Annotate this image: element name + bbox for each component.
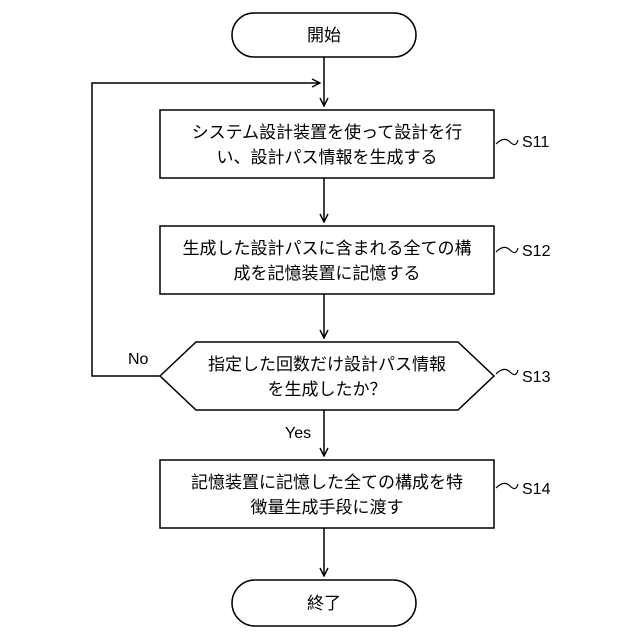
end-terminator: 終了 <box>232 580 416 626</box>
s14-line1: 記憶装置に記憶した全ての構成を特 <box>191 473 463 493</box>
step-label-s14: S14 <box>522 481 551 498</box>
process-box-s12: 生成した設計パスに含まれる全ての構 成を記憶装置に記憶する <box>160 226 494 294</box>
yes-label: Yes <box>285 425 311 442</box>
process-box-s14: 記憶装置に記憶した全ての構成を特 徴量生成手段に渡す <box>160 460 494 528</box>
s14-line2: 徴量生成手段に渡す <box>251 498 404 518</box>
no-label: No <box>128 351 149 368</box>
step-label-s11: S11 <box>522 134 549 151</box>
s13-line1: 指定した回数だけ設計パス情報 <box>208 355 446 375</box>
s11-line1: システム設計装置を使って設計を行 <box>192 122 463 143</box>
s11-line2: い、設計パス情報を生成する <box>217 148 438 168</box>
s12-leader-line <box>496 247 518 252</box>
decision-box-s13: 指定した回数だけ設計パス情報 を生成したか？ <box>160 342 494 410</box>
s13-line2: を生成したか？ <box>268 380 387 400</box>
s14-leader-line <box>496 483 518 488</box>
start-label: 開始 <box>307 26 341 46</box>
end-label: 終了 <box>307 594 341 614</box>
s13-leader-line <box>496 369 518 374</box>
step-label-s12: S12 <box>522 243 551 260</box>
s11-leader-line <box>496 139 518 144</box>
s12-line1: 生成した設計パスに含まれる全ての構 <box>183 239 472 259</box>
s12-line2: 成を記憶装置に記憶する <box>234 264 421 284</box>
process-box-s11: システム設計装置を使って設計を行 い、設計パス情報を生成する <box>160 110 494 178</box>
start-terminator: 開始 <box>232 13 416 57</box>
step-label-s13: S13 <box>522 369 551 386</box>
